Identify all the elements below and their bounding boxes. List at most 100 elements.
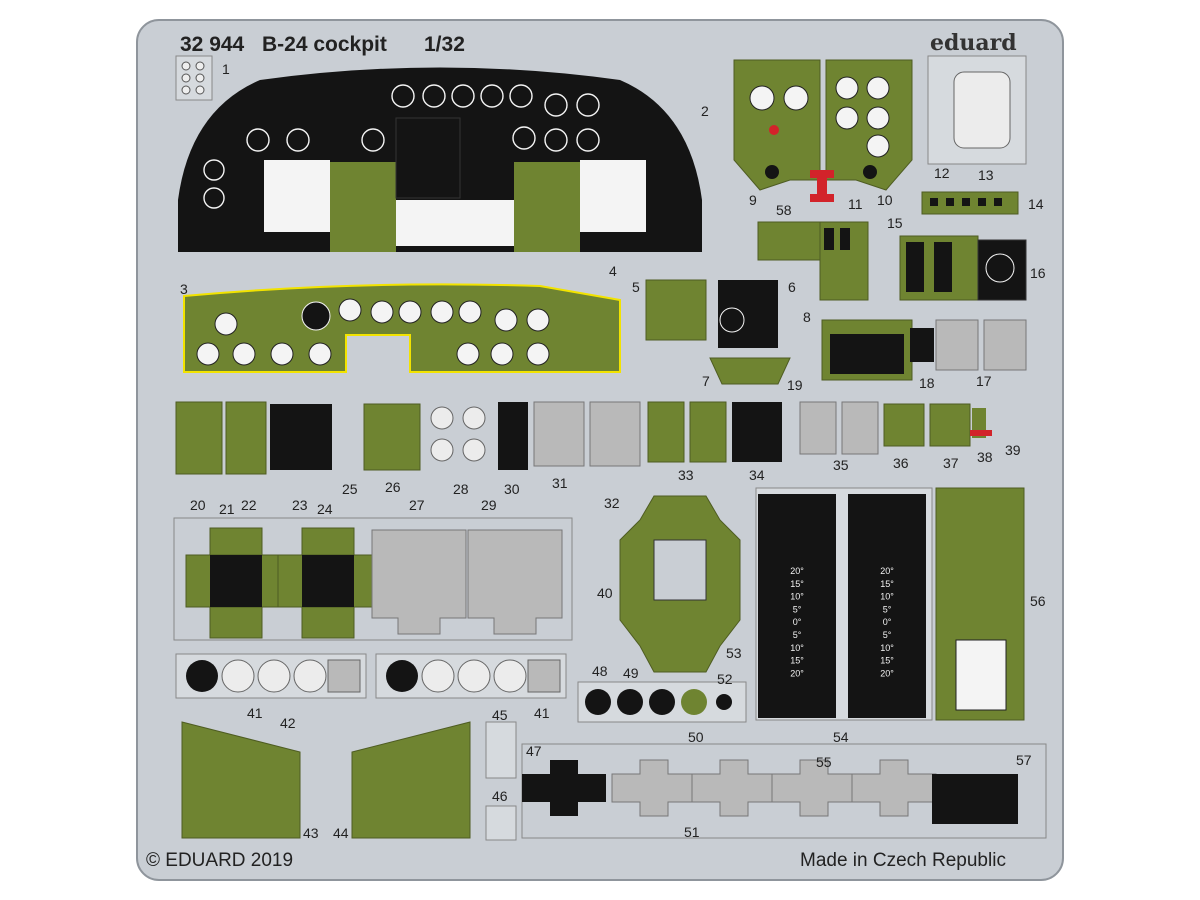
part-number-38: 38 — [977, 449, 993, 465]
trim-scale-label: 0° — [793, 617, 802, 627]
part-number-10: 10 — [877, 192, 893, 208]
part-number-19: 19 — [787, 377, 803, 393]
trim-scale-label: 5° — [793, 630, 802, 640]
trim-scale-label: 15° — [880, 656, 894, 666]
parts-41-42 — [175, 653, 567, 699]
trim-scale-label: 15° — [790, 656, 804, 666]
part-number-32: 32 — [604, 495, 620, 511]
trim-scale-label: 20° — [880, 566, 894, 576]
trim-scale-label: 5° — [793, 604, 802, 614]
part-number-6: 6 — [788, 279, 796, 295]
part-number-49: 49 — [623, 665, 639, 681]
part-number-17: 17 — [976, 373, 992, 389]
part-number-3: 3 — [180, 281, 188, 297]
trim-scale-label: 20° — [880, 668, 894, 678]
part-number-42: 42 — [280, 715, 296, 731]
part-number-37: 37 — [943, 455, 959, 471]
trim-scale-left: 20°15°10°5°0°5°10°15°20° — [790, 566, 804, 678]
part-7 — [709, 357, 791, 385]
set-scale: 1/32 — [424, 33, 465, 56]
part-number-50: 50 — [688, 729, 704, 745]
part-number-41b: 41 — [534, 705, 550, 721]
row-parts-19-39 — [175, 401, 992, 475]
copyright: © EDUARD 2019 — [146, 850, 293, 871]
trim-scale-right: 20°15°10°5°0°5°10°15°20° — [880, 566, 894, 678]
part-number-29: 29 — [481, 497, 497, 513]
parts-43-44 — [181, 721, 471, 839]
part-number-13: 13 — [978, 167, 994, 183]
part-number-21: 21 — [219, 501, 235, 517]
part-14 — [921, 191, 1019, 215]
part-number-43: 43 — [303, 825, 319, 841]
part-2-instrument-panel — [178, 67, 702, 252]
set-code: 32 944 — [180, 33, 245, 56]
part-number-52: 52 — [717, 671, 733, 687]
part-number-31: 31 — [552, 475, 568, 491]
parts-12-13 — [927, 55, 1027, 165]
trim-scale-label: 20° — [790, 668, 804, 678]
part-number-33: 33 — [678, 467, 694, 483]
parts-15-16 — [899, 235, 1027, 301]
part-number-28: 28 — [453, 481, 469, 497]
trim-scale-label: 5° — [883, 630, 892, 640]
part-3-side-panel — [183, 283, 621, 373]
trim-scale-label: 10° — [880, 643, 894, 653]
part-number-36: 36 — [893, 455, 909, 471]
part-number-56: 56 — [1030, 593, 1046, 609]
part-58 — [757, 221, 869, 301]
part-number-25: 25 — [342, 481, 358, 497]
parts-21-29 — [173, 517, 573, 641]
part-number-58: 58 — [776, 202, 792, 218]
part-number-18: 18 — [919, 375, 935, 391]
part-number-14: 14 — [1028, 196, 1044, 212]
trim-scale-label: 20° — [790, 566, 804, 576]
part-number-9: 9 — [749, 192, 757, 208]
part-1 — [175, 55, 213, 101]
trim-scale-label: 15° — [790, 579, 804, 589]
part-number-26: 26 — [385, 479, 401, 495]
part-number-46: 46 — [492, 788, 508, 804]
part-number-47: 47 — [526, 743, 542, 759]
part-number-12: 12 — [934, 165, 950, 181]
parts-5-6 — [645, 279, 778, 348]
part-number-5: 5 — [632, 279, 640, 295]
part-number-7: 7 — [702, 373, 710, 389]
parts-9-10-11 — [733, 59, 913, 202]
part-number-16: 16 — [1030, 265, 1046, 281]
trim-scale-label: 10° — [880, 592, 894, 602]
brand-logo: eduard — [930, 30, 1017, 56]
part-number-8: 8 — [803, 309, 811, 325]
part-number-11: 11 — [848, 196, 863, 212]
part-56 — [935, 487, 1025, 721]
part-number-35: 35 — [833, 457, 849, 473]
part-number-4: 4 — [609, 263, 617, 279]
parts-45-46 — [485, 721, 517, 841]
parts-47-55-57 — [521, 743, 1047, 839]
part-number-48: 48 — [592, 663, 608, 679]
part-number-39: 39 — [1005, 442, 1021, 458]
part-number-20: 20 — [190, 497, 206, 513]
part-number-30: 30 — [504, 481, 520, 497]
part-53 — [619, 495, 741, 673]
country-of-origin: Made in Czech Republic — [800, 850, 1006, 871]
part-number-15: 15 — [887, 215, 903, 231]
part-number-22: 22 — [241, 497, 257, 513]
part-number-27: 27 — [409, 497, 425, 513]
part-number-57: 57 — [1016, 752, 1032, 768]
parts-17-18 — [910, 319, 1027, 371]
set-title: B-24 cockpit — [262, 33, 387, 56]
part-number-54: 54 — [833, 729, 849, 745]
part-number-51: 51 — [684, 824, 700, 840]
part-number-45: 45 — [492, 707, 508, 723]
part-number-40: 40 — [597, 585, 613, 601]
part-number-34: 34 — [749, 467, 765, 483]
part-number-24: 24 — [317, 501, 333, 517]
part-number-53: 53 — [726, 645, 742, 661]
part-number-44: 44 — [333, 825, 349, 841]
part-number-23: 23 — [292, 497, 308, 513]
part-number-55: 55 — [816, 754, 832, 770]
trim-scale-label: 5° — [883, 604, 892, 614]
part-54-trim-panels — [755, 487, 933, 721]
trim-scale-label: 0° — [883, 617, 892, 627]
